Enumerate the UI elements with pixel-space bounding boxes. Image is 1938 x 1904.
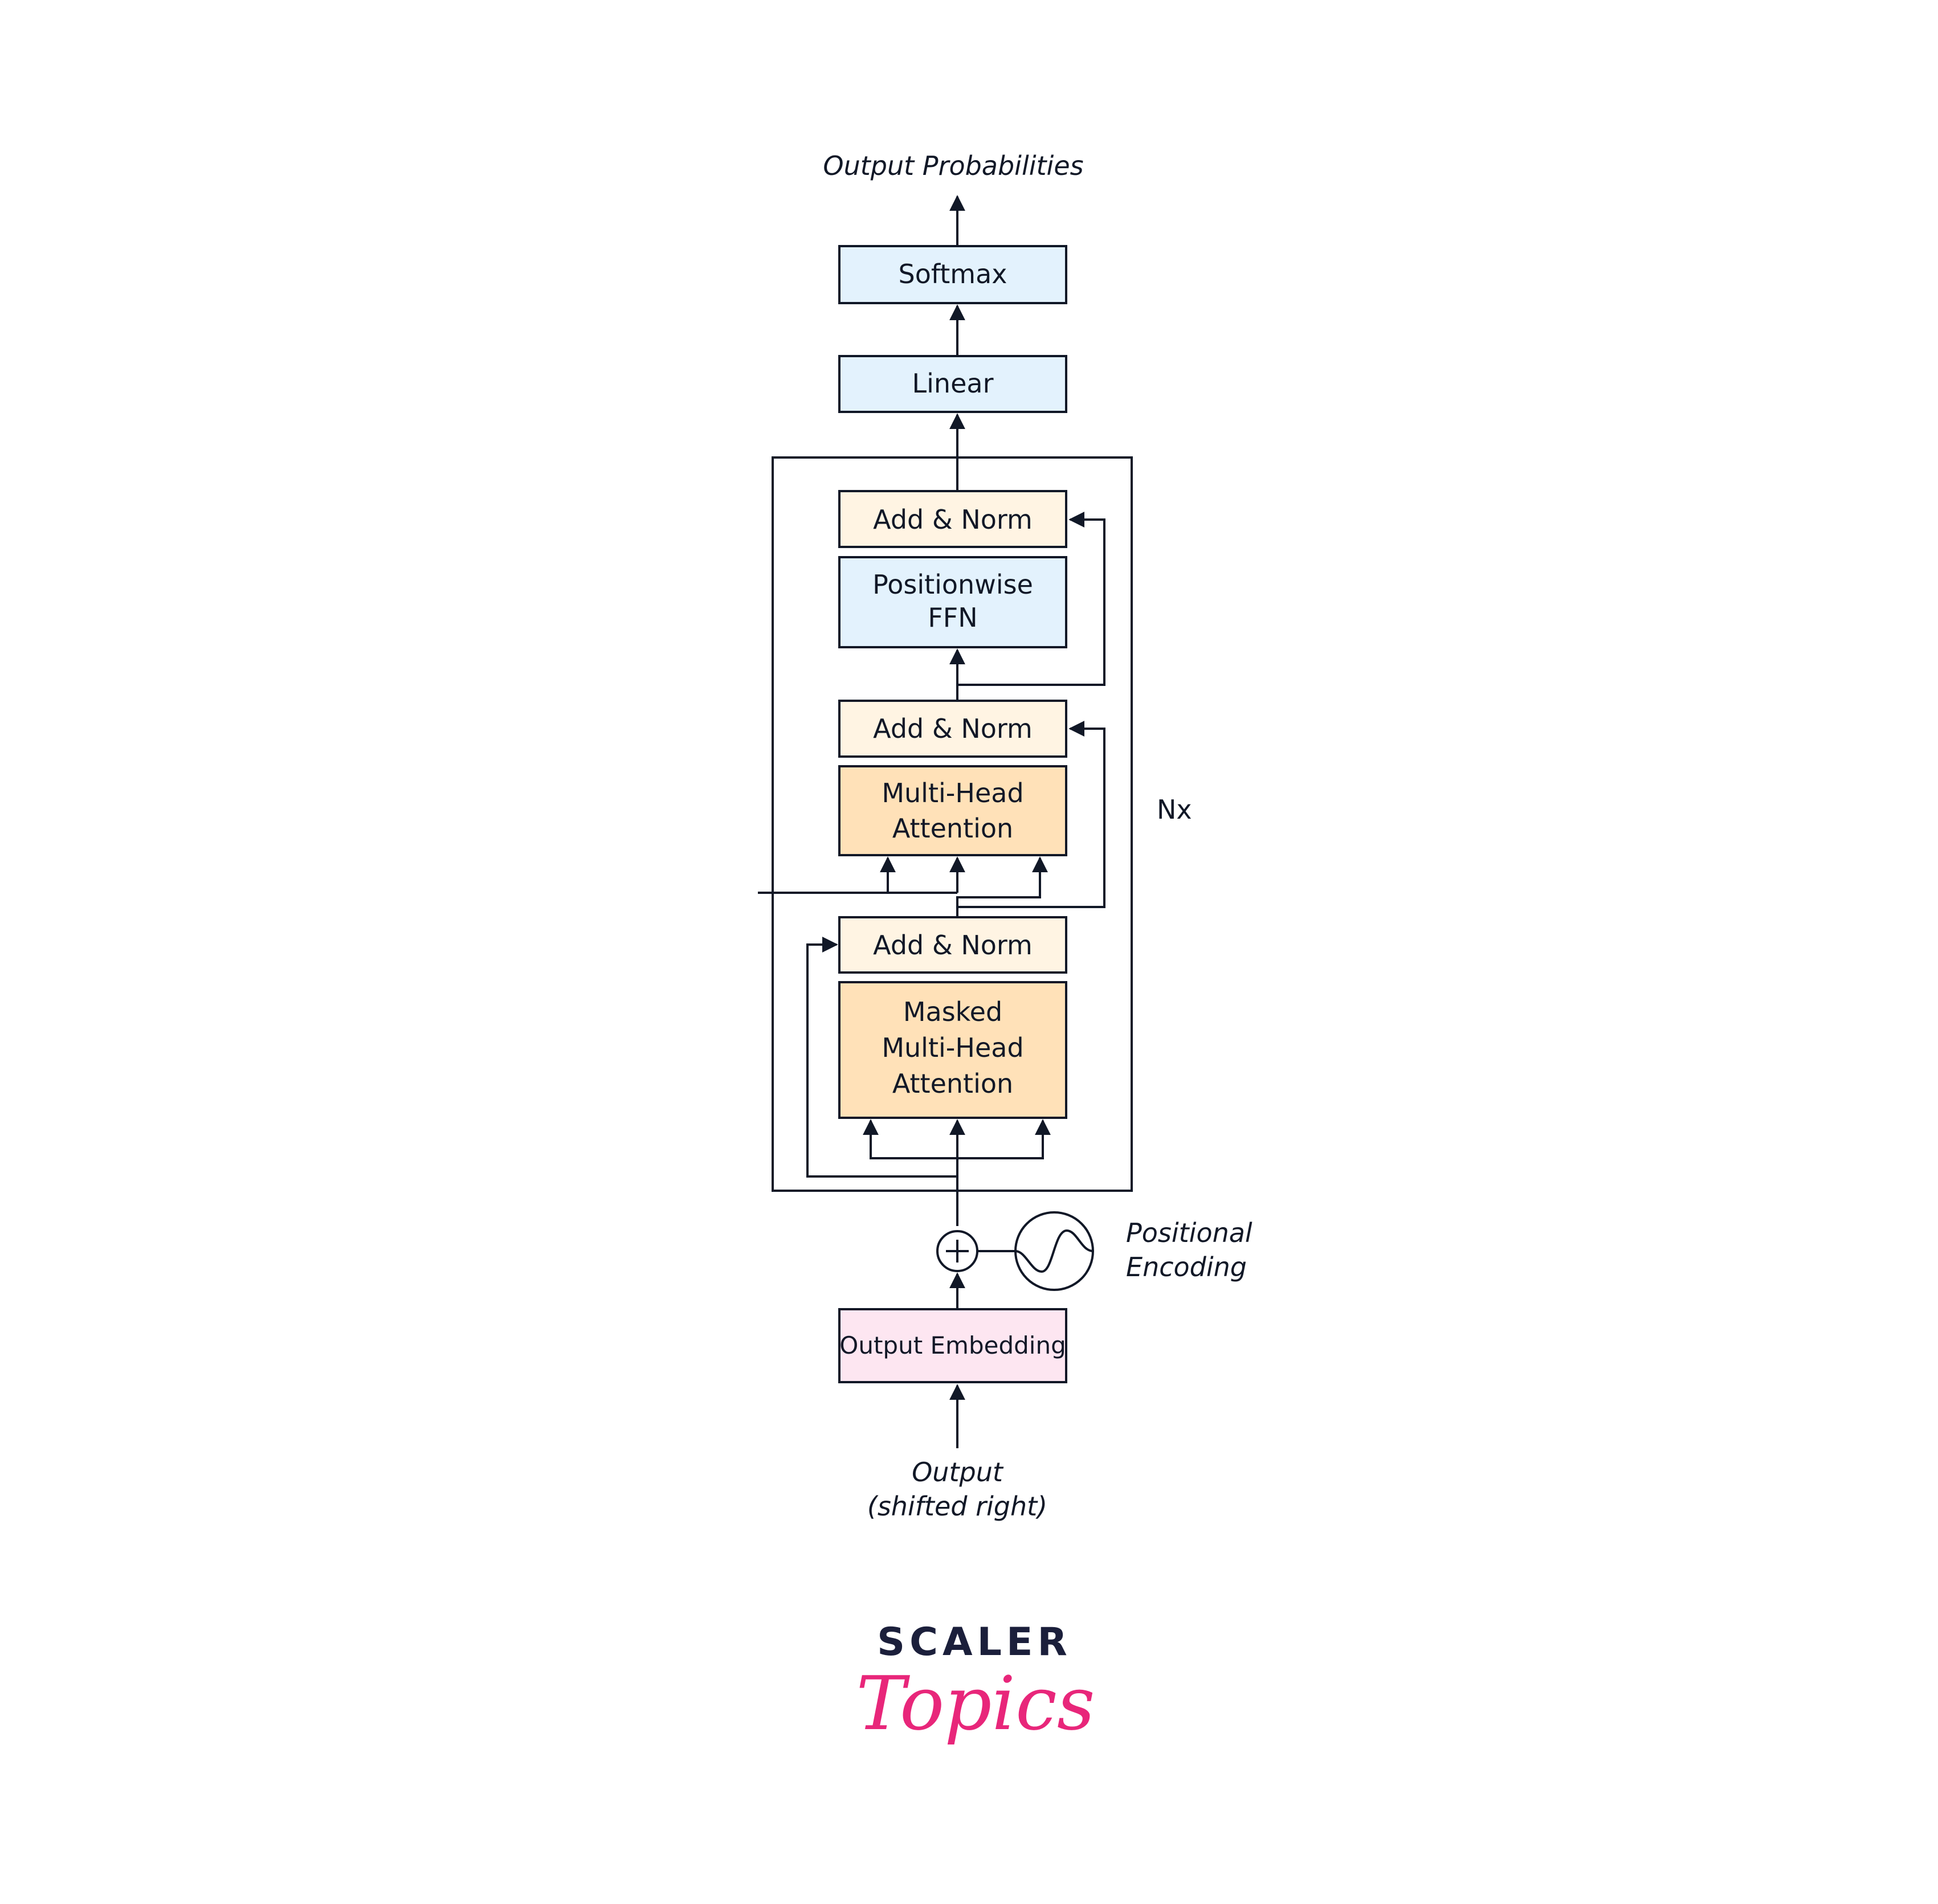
output-probabilities-label: Output Probabilities — [823, 150, 1083, 181]
softmax-box — [838, 245, 1067, 304]
logo-scaler-text: SCALER — [877, 1620, 1072, 1665]
arrow-to-masked-left — [863, 1119, 957, 1159]
output-label-line1: Output — [912, 1457, 1004, 1488]
softmax-label: Softmax — [899, 259, 1007, 289]
residual-arrow-3 — [957, 512, 1105, 686]
scaler-topics-logo: SCALER Topics — [856, 1620, 1095, 1747]
arrow-to-masked-right — [957, 1119, 1051, 1159]
multi-head-attention-box — [838, 765, 1067, 856]
positional-label-line2: Encoding — [1126, 1252, 1247, 1282]
add-norm-2-box — [838, 700, 1067, 758]
add-norm-3-box — [838, 490, 1067, 548]
add-norm-2-label: Add & Norm — [873, 713, 1033, 744]
ffn-label-line1: Positionwise — [872, 569, 1033, 600]
masked-label-line1: Masked — [903, 996, 1002, 1027]
linear-box — [838, 355, 1067, 413]
add-norm-3-label: Add & Norm — [873, 504, 1033, 535]
linear-label: Linear — [912, 368, 994, 399]
repeat-label: Nx — [1157, 794, 1192, 825]
mha-label-line1: Multi-Head — [882, 778, 1023, 808]
sine-wave-icon — [1015, 1229, 1094, 1273]
residual-arrow-1 — [806, 937, 957, 1178]
mha-label-line2: Attention — [892, 813, 1013, 844]
ffn-box — [838, 556, 1067, 648]
add-norm-1-label: Add & Norm — [873, 930, 1033, 961]
positional-label-line1: Positional — [1126, 1217, 1252, 1248]
arrow-addnorm1-to-mha-right — [956, 856, 1048, 917]
masked-attention-box — [838, 981, 1067, 1119]
decoder-block-container — [772, 456, 1133, 1192]
ffn-label-line2: FFN — [928, 602, 977, 633]
output-embedding-box — [838, 1308, 1067, 1383]
residual-arrow-2 — [957, 721, 1105, 908]
add-norm-1-box — [838, 916, 1067, 974]
masked-label-line2: Multi-Head — [882, 1032, 1023, 1063]
output-label-line2: (shifted right) — [867, 1491, 1047, 1522]
output-embedding-label: Output Embedding — [839, 1331, 1066, 1359]
logo-topics-text: Topics — [856, 1660, 1095, 1747]
masked-label-line3: Attention — [892, 1068, 1013, 1099]
